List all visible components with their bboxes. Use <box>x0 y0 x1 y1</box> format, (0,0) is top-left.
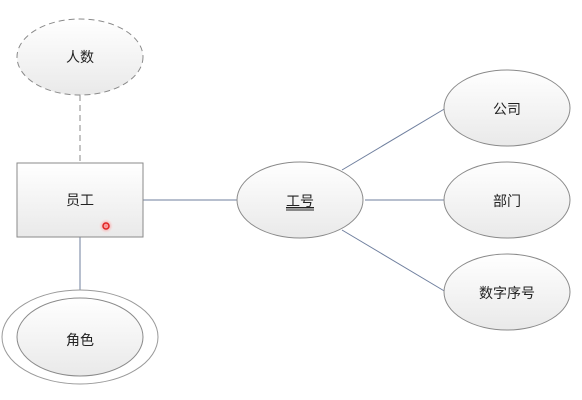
entity-label: 员工 <box>66 193 94 209</box>
attribute-label-sequence: 数字序号 <box>479 286 535 302</box>
derived-attribute-label: 人数 <box>66 50 94 66</box>
key-company-connector <box>341 107 447 171</box>
entity-node[interactable]: 员工 <box>16 162 144 238</box>
cursor-dot-icon <box>102 222 110 230</box>
multivalued-attribute-label: 角色 <box>66 332 94 349</box>
attribute-label-company: 公司 <box>493 102 521 118</box>
multivalued-attribute-node[interactable]: 角色 <box>1 289 159 385</box>
attribute-label-department: 部门 <box>493 194 521 210</box>
cursor-marker <box>98 218 114 234</box>
key-sequence-connector <box>341 229 447 293</box>
key-attribute-label: 工号 <box>286 194 314 210</box>
attribute-node-department[interactable]: 部门 <box>443 161 571 239</box>
attribute-node-company[interactable]: 公司 <box>443 69 571 147</box>
attribute-node-sequence[interactable]: 数字序号 <box>443 253 571 331</box>
key-attribute-node[interactable]: 工号 <box>236 161 364 239</box>
derived-attribute-node[interactable]: 人数 <box>16 18 144 96</box>
